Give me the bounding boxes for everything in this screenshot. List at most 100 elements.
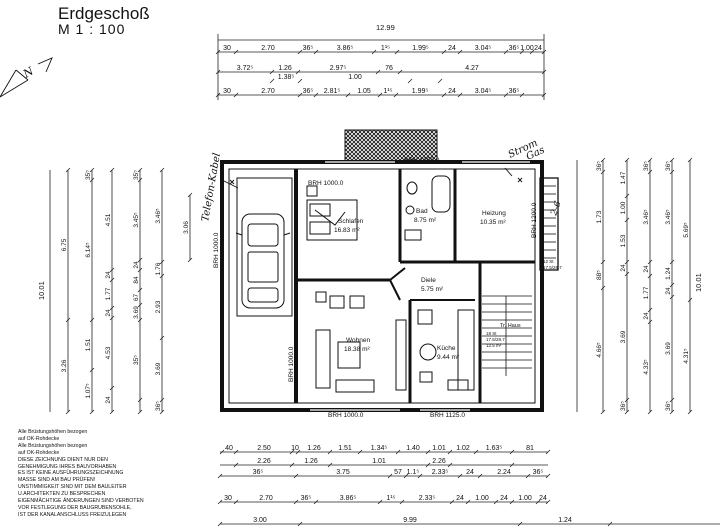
dim-tick: [525, 473, 531, 479]
dim-tick: [297, 92, 303, 98]
dim-tick: [137, 409, 143, 415]
dim-tick: [647, 157, 653, 163]
right-dimensions: [576, 160, 691, 412]
dim-tick: [541, 49, 547, 55]
dim-bottom-row1: 10: [291, 445, 299, 452]
dim-bottom-row4: 2.70: [259, 495, 273, 502]
dim-tick: [313, 92, 319, 98]
dim-tick: [65, 409, 71, 415]
dim-right-r2: 1.00: [620, 201, 627, 214]
dim-bottom-row4: 3.86⁵: [340, 495, 357, 502]
note-line: DIESE ZEICHNUNG DIENT NUR DEN: [18, 456, 108, 463]
dim-tick: [417, 473, 423, 479]
dim-tick: [137, 267, 143, 273]
dim-top-row1: 24: [534, 45, 542, 52]
dim-top-row2b: 1.00: [348, 74, 362, 81]
dim-tick: [669, 282, 675, 288]
plan-title: Erdgeschoß: [58, 4, 150, 23]
dim-tick: [647, 169, 653, 175]
dim-tick: [159, 335, 165, 341]
dim-tick: [669, 259, 675, 265]
dim-tick: [437, 78, 443, 84]
dim-tick: [669, 397, 675, 403]
room-schlafen-area: 16.83 m²: [334, 227, 360, 234]
dim-overall-top: 12.99: [376, 23, 395, 32]
dim-tick: [395, 449, 401, 455]
dim-top-row1: 1¹⁵: [381, 45, 390, 52]
dim-left-c5: 35⁵: [133, 170, 140, 180]
dim-bottom-row1: 1.40: [406, 445, 420, 452]
dim-tick: [687, 297, 693, 303]
dim-left-c7: 3.06: [183, 221, 190, 234]
dim-tick: [89, 167, 95, 173]
dim-tick: [159, 273, 165, 279]
dim-right-r3: 4.33⁵: [643, 359, 650, 375]
tr-haus-ratio: 17.5/28.7: [486, 337, 505, 342]
dim-bottom-row1: 1.51: [338, 445, 352, 452]
walls: [220, 160, 559, 412]
dim-bottom-row4: 1.00: [475, 495, 489, 502]
stair-right-ratio: 17.5/28.7: [543, 265, 562, 270]
dim-tick: [600, 285, 606, 291]
dim-tick: [327, 462, 333, 468]
dim-bottom-row3: 57: [394, 469, 402, 476]
dim-tick: [345, 92, 351, 98]
dim-tick: [233, 49, 239, 55]
dim-tick: [89, 409, 95, 415]
car-symbol: [235, 213, 291, 309]
dim-top-row3: 2.70: [261, 88, 275, 95]
dim-tick: [289, 462, 295, 468]
room-schlafen-name: Schlafen: [338, 218, 364, 225]
dim-right-r2: 24: [620, 264, 627, 272]
dim-tick: [187, 192, 193, 198]
dim-tick: [517, 521, 523, 527]
dim-top-row2a: 3.72⁵: [237, 65, 254, 72]
dim-left-c3: 1.07⁵: [85, 383, 92, 399]
dim-top-row3: 3.04⁵: [475, 88, 492, 95]
dim-tick: [375, 69, 381, 75]
dim-tick: [289, 449, 295, 455]
dim-bottom-row2: 1.01: [372, 458, 386, 465]
dim-tick: [297, 49, 303, 55]
dim-tick: [233, 92, 239, 98]
dim-bottom-row3: 3.75: [336, 469, 350, 476]
dim-bottom-row1: 1.02: [456, 445, 470, 452]
dim-top-row1: 3.04⁵: [475, 45, 492, 52]
dim-tick: [109, 277, 115, 283]
dim-tick: [600, 409, 606, 415]
room-kueche-area: 9.44 m²: [437, 354, 460, 361]
dim-tick: [89, 317, 95, 323]
dim-tick: [545, 449, 551, 455]
dim-tick: [293, 499, 299, 505]
dim-left-c5: 3.69: [133, 306, 140, 319]
brh-bottom-left: BRH 1000.0: [328, 412, 364, 419]
right-dimension-ticks: [600, 157, 693, 415]
dim-tick: [425, 449, 431, 455]
dim-tick: [607, 521, 613, 527]
dim-left-c5: 24: [133, 261, 140, 269]
dim-tick: [624, 193, 630, 199]
room-heizung-name: Heizung: [482, 210, 506, 217]
dim-tick: [503, 92, 509, 98]
dim-left-c6: 1.76: [155, 262, 162, 275]
dim-tick: [159, 167, 165, 173]
dim-bottom-row3: 2.33⁵: [432, 469, 449, 476]
bottom-dimension-ticks: [217, 449, 613, 527]
note-line: UNSTIMMIGKEIT SIND MIT DEM BAULEITER: [18, 484, 127, 491]
dim-tick: [215, 49, 221, 55]
dim-tick: [295, 69, 301, 75]
dim-tick: [399, 499, 405, 505]
dim-tick: [137, 317, 143, 323]
dim-tick: [89, 367, 95, 373]
note-line: auf OK-Rohdecke: [18, 435, 60, 442]
dim-bottom-row3: 36⁵: [533, 469, 544, 476]
dim-left-c4: 4.51: [105, 213, 112, 226]
dim-tick: [447, 449, 453, 455]
dim-top-row3: 30: [223, 88, 231, 95]
plan-scale: M 1 : 100: [58, 21, 126, 37]
note-line: EIGENMÄCHTIGE ÄNDERUNGEN SIND VERBOTEN: [18, 498, 144, 505]
dim-left-c4: 4.53: [105, 346, 112, 359]
dim-left-c2: 3.26: [61, 359, 68, 372]
dim-bottom-row3: 24: [466, 469, 474, 476]
